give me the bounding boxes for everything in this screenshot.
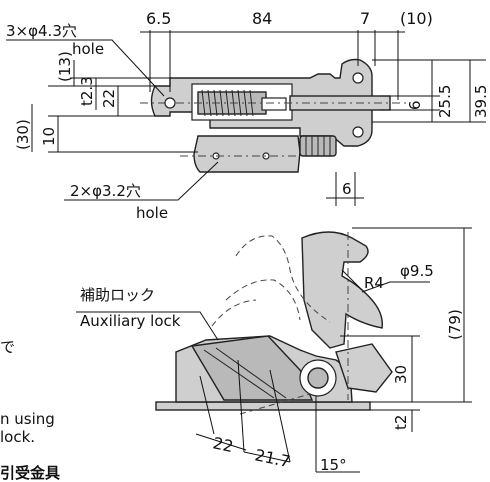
dim-84: 84 [252, 9, 272, 28]
dim-6-right: 6 [406, 100, 424, 110]
dim-10p: (10) [400, 9, 433, 28]
top-view: 3×φ4.3穴 hole 6.5 84 7 (10) (13) t2.3 22 … [6, 9, 490, 222]
dim-21-7: 21.7 [253, 445, 292, 471]
dim-22: 22 [100, 89, 118, 108]
holes-callout-en: hole [72, 40, 104, 58]
dim-30: 30 [392, 365, 410, 384]
dim-7: 7 [360, 9, 370, 28]
dim-10: 10 [40, 127, 58, 146]
dim-15deg: 15° [320, 456, 347, 474]
dim-t2: t2 [392, 415, 410, 430]
dim-25-5: 25.5 [436, 85, 454, 118]
side-view: 補助ロック Auxiliary lock R4 φ9.5 (79) 30 t2 … [76, 227, 472, 474]
dim-6-5: 6.5 [146, 9, 171, 28]
small-holes-callout-en: hole [136, 204, 168, 222]
small-holes-callout: 2×φ3.2穴 [70, 182, 141, 200]
dim-phi9-5: φ9.5 [400, 262, 434, 280]
dim-22-side: 22 [211, 433, 235, 456]
cut-text-2: n using [0, 410, 55, 428]
cut-text-3: lock. [0, 428, 35, 446]
cut-text-4: 引受金具 [0, 464, 60, 482]
cut-text-1: で [0, 338, 15, 356]
dim-39-5: 39.5 [472, 85, 490, 118]
dim-r4: R4 [364, 274, 384, 292]
dim-13p: (13) [56, 51, 74, 82]
aux-lock-label-en: Auxiliary lock [80, 312, 181, 330]
dim-6-bottom: 6 [342, 180, 352, 198]
dim-30p: (30) [14, 119, 32, 150]
dim-79p: (79) [446, 309, 464, 340]
holes-callout: 3×φ4.3穴 [6, 22, 77, 40]
dim-t2-3: t2.3 [78, 76, 96, 106]
aux-lock-label-ja: 補助ロック [80, 286, 155, 304]
clipped-note: で n using lock. 引受金具 [0, 338, 60, 482]
